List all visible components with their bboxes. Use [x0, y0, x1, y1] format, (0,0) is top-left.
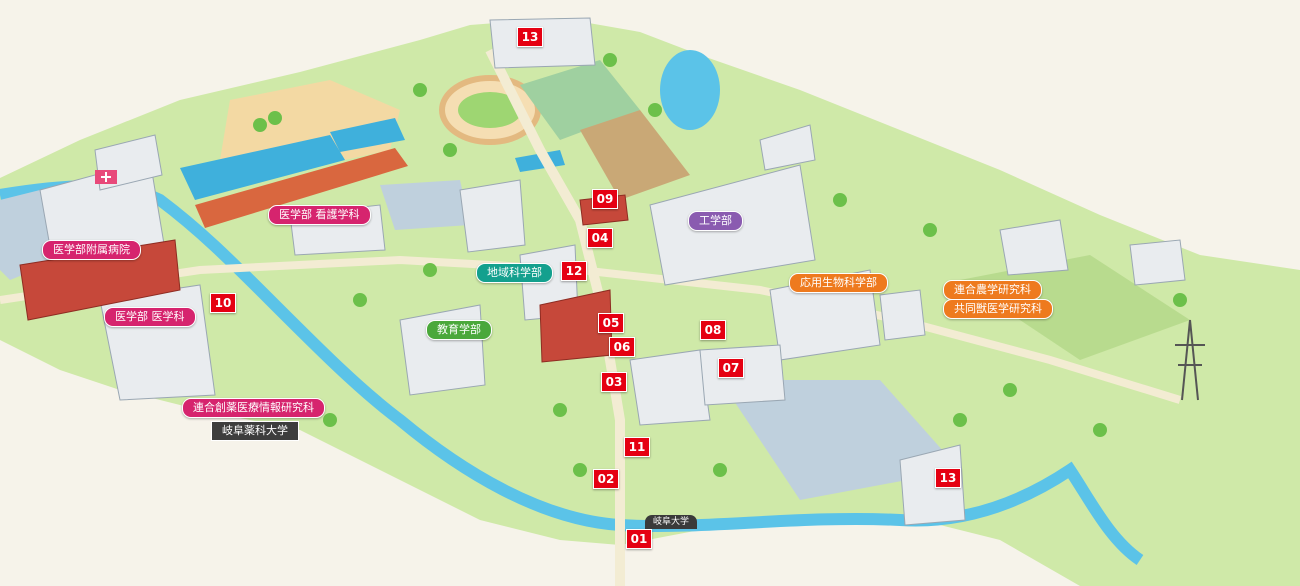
marker-05[interactable]: 05 — [598, 313, 624, 333]
label-pharma-univ[interactable]: 岐阜薬科大学 — [211, 421, 299, 441]
label-engineering[interactable]: 工学部 — [688, 211, 743, 231]
label-applied-bio[interactable]: 応用生物科学部 — [789, 273, 888, 293]
pond — [660, 50, 720, 130]
parking-east — [720, 380, 960, 500]
marker-07[interactable]: 07 — [718, 358, 744, 378]
marker-13-north[interactable]: 13 — [517, 27, 543, 47]
marker-12[interactable]: 12 — [561, 261, 587, 281]
marker-06[interactable]: 06 — [609, 337, 635, 357]
marker-03[interactable]: 03 — [601, 372, 627, 392]
marker-02[interactable]: 02 — [593, 469, 619, 489]
main-road — [485, 47, 625, 586]
marker-10[interactable]: 10 — [210, 293, 236, 313]
marker-08[interactable]: 08 — [700, 320, 726, 340]
label-joint-agri[interactable]: 連合農学研究科 — [943, 280, 1042, 300]
label-joint-pharma[interactable]: 連合創薬医療情報研究科 — [182, 398, 325, 418]
marker-04[interactable]: 04 — [587, 228, 613, 248]
label-regional[interactable]: 地域科学部 — [476, 263, 553, 283]
marker-11[interactable]: 11 — [624, 437, 650, 457]
label-medicine[interactable]: 医学部 医学科 — [104, 307, 196, 327]
label-nursing[interactable]: 医学部 看護学科 — [268, 205, 371, 225]
marker-13-south[interactable]: 13 — [935, 468, 961, 488]
tennis-courts — [180, 135, 345, 200]
trees — [253, 53, 1187, 477]
label-hospital[interactable]: 医学部附属病院 — [42, 240, 141, 260]
marker-09[interactable]: 09 — [592, 189, 618, 209]
river — [0, 180, 1144, 565]
power-tower — [1175, 319, 1205, 401]
label-joint-vet[interactable]: 共同獣医学研究科 — [943, 299, 1053, 319]
label-gate[interactable]: 岐阜大学 — [645, 515, 698, 529]
marker-01[interactable]: 01 — [626, 529, 652, 549]
red-courts — [195, 148, 408, 228]
label-education[interactable]: 教育学部 — [426, 320, 492, 340]
